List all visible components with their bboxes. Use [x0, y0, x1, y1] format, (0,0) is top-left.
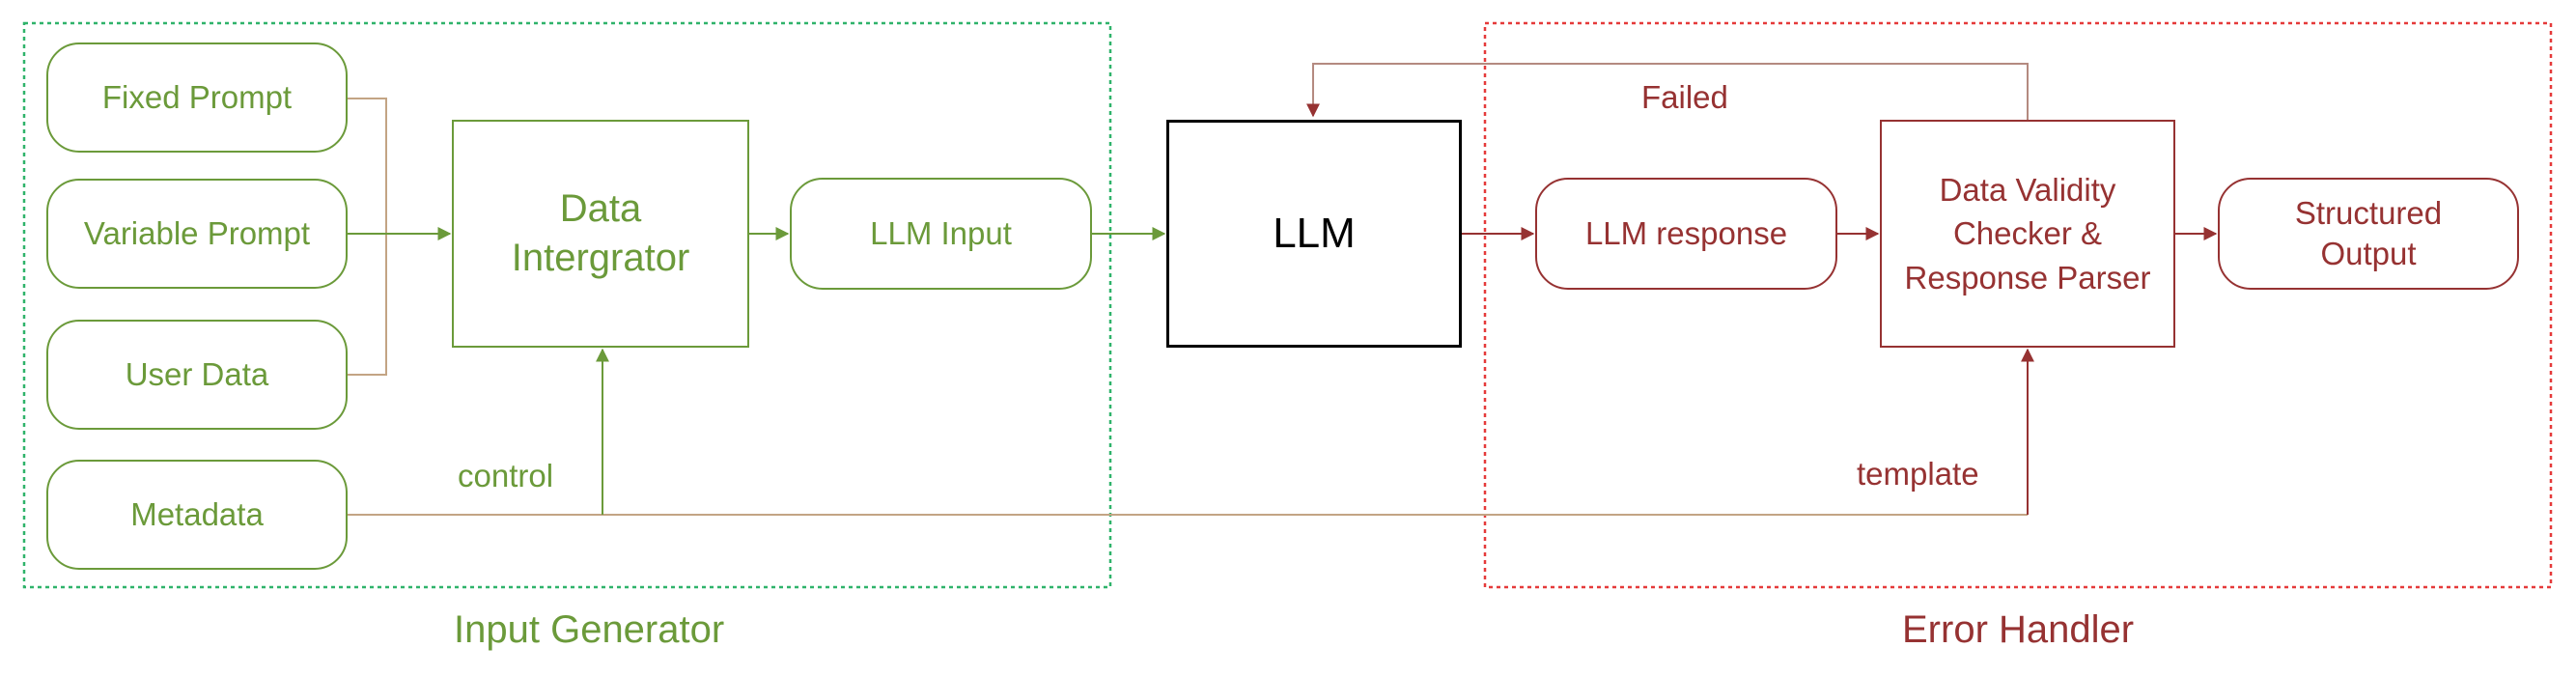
structured-output-node: Structured Output — [2218, 178, 2519, 290]
variable-prompt-label: Variable Prompt — [83, 214, 311, 251]
error-handler-group-border — [1483, 21, 2553, 589]
data-integrator-node: Data Intergrator — [452, 120, 749, 348]
template-edge-label: template — [1857, 456, 1979, 492]
user-data-label: User Data — [125, 355, 269, 392]
validity-checker-node: Data Validity Checker & Response Parser — [1880, 120, 2175, 348]
metadata-node: Metadata — [46, 460, 348, 570]
failed-feedback-connector — [1306, 63, 2029, 120]
structured-output-label: Structured Output — [2294, 194, 2443, 271]
llm-input-label: LLM Input — [870, 214, 1012, 251]
llm-response-node: LLM response — [1535, 178, 1837, 290]
error-handler-title: Error Handler — [1902, 608, 2135, 651]
variable-prompt-node: Variable Prompt — [46, 179, 348, 289]
input-generator-title: Input Generator — [454, 608, 725, 651]
llm-node: LLM — [1166, 120, 1462, 348]
user-data-node: User Data — [46, 320, 348, 430]
prompts-bracket-connector — [348, 98, 387, 376]
validity-checker-label: Data Validity Checker & Response Parser — [1904, 171, 2151, 296]
llm-response-label: LLM response — [1584, 214, 1788, 251]
data-integrator-label: Data Intergrator — [511, 186, 690, 279]
input-generator-group-border — [22, 21, 1112, 589]
control-edge-label: control — [458, 458, 554, 493]
metadata-label: Metadata — [130, 495, 264, 532]
fixed-prompt-label: Fixed Prompt — [101, 78, 293, 115]
llm-label: LLM — [1273, 209, 1356, 257]
fixed-prompt-node: Fixed Prompt — [46, 42, 348, 153]
failed-edge-label: Failed — [1641, 79, 1728, 115]
llm-input-node: LLM Input — [790, 178, 1092, 290]
